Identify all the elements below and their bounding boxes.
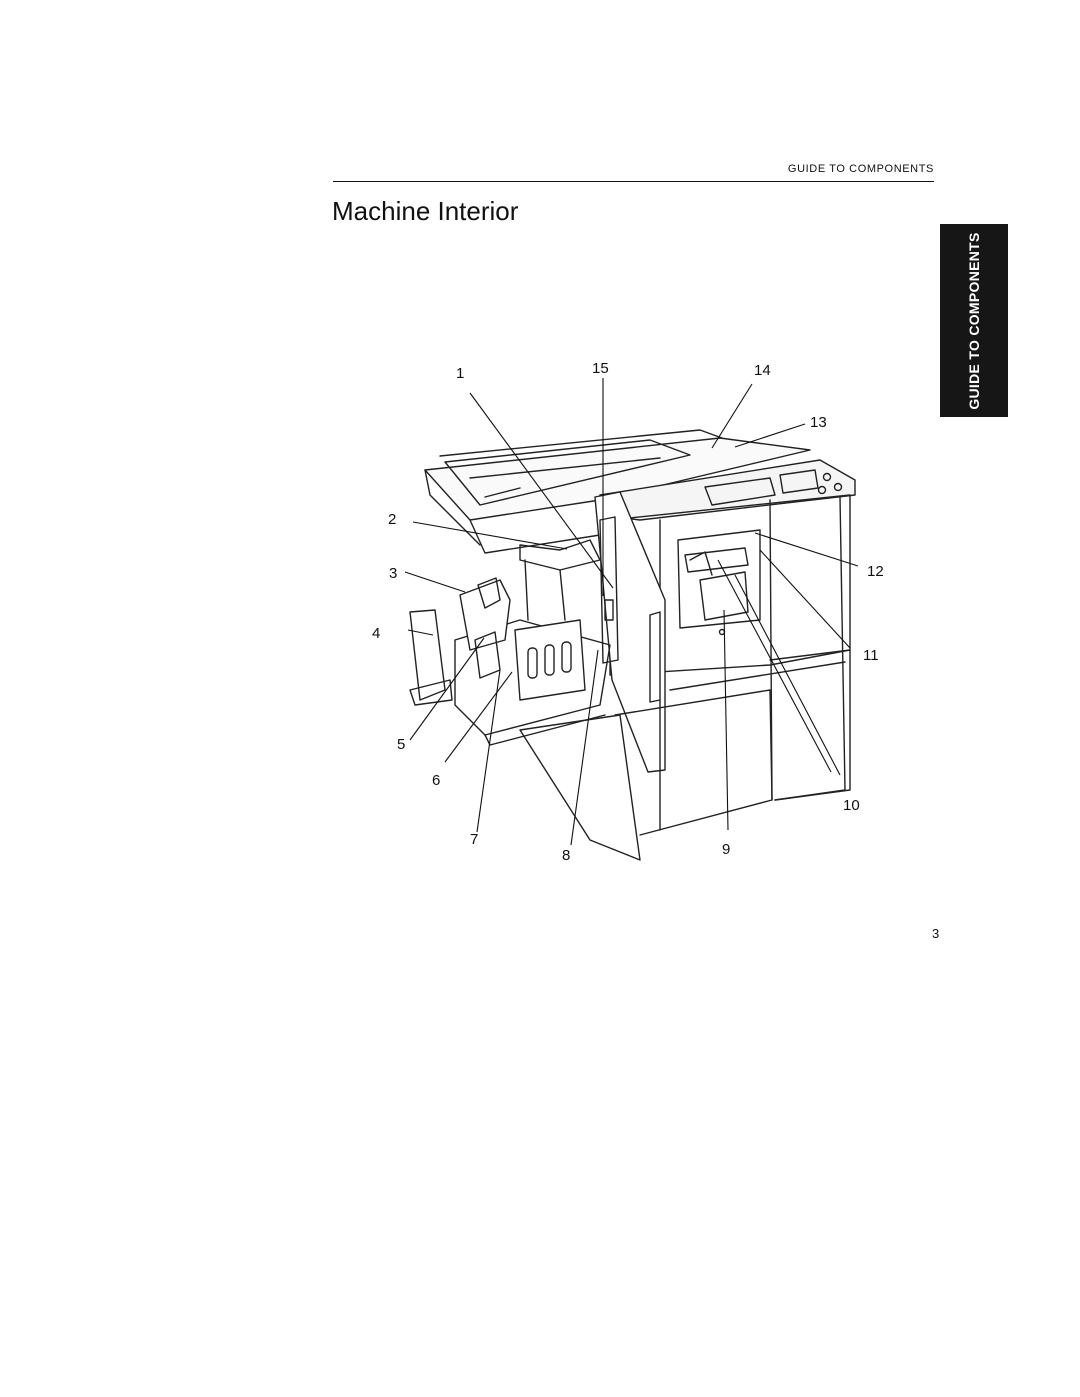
callout-15: 15: [592, 360, 609, 377]
callout-7: 7: [470, 831, 479, 848]
callout-6: 6: [432, 772, 441, 789]
callout-10: 10: [843, 797, 860, 814]
side-tab-label: GUIDE TO COMPONENTS: [966, 231, 982, 410]
header-rule: [333, 181, 934, 182]
callout-4: 4: [372, 625, 381, 642]
callout-9: 9: [722, 841, 731, 858]
callout-13: 13: [810, 414, 827, 431]
callout-1: 1: [456, 365, 465, 382]
section-header-label: GUIDE TO COMPONENTS: [787, 163, 934, 175]
machine-interior-illustration: [404, 378, 859, 861]
callout-12: 12: [867, 563, 884, 580]
page-number: 3: [932, 926, 940, 941]
callout-3: 3: [389, 565, 398, 582]
callout-2: 2: [388, 511, 397, 528]
callout-5: 5: [397, 736, 406, 753]
section-side-tab: GUIDE TO COMPONENTS: [940, 224, 1008, 417]
page-title: Machine Interior: [332, 196, 519, 226]
callout-8: 8: [562, 847, 571, 864]
callout-11: 11: [863, 647, 879, 664]
callout-14: 14: [754, 362, 771, 379]
